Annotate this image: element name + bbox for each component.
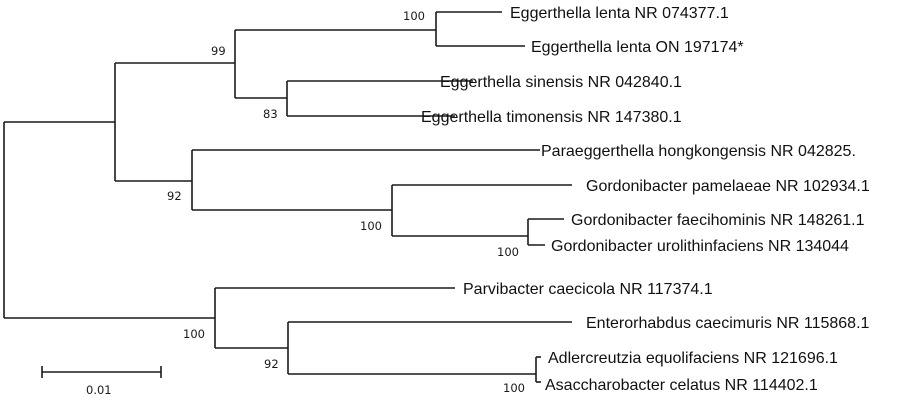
lower-clade (214, 287, 572, 383)
taxon-label: Asaccharobacter celatus NR 114402.1 (545, 377, 818, 394)
taxon-label: Eggerthella timonensis NR 147380.1 (421, 109, 682, 126)
taxon-label: Paraeggerthella hongkongensis NR 042825. (541, 143, 856, 160)
taxon-label: Gordonibacter pamelaeae NR 102934.1 (586, 178, 870, 195)
taxon-label: Gordonibacter urolithinfaciens NR 134044 (551, 238, 849, 255)
root-branches (3, 121, 215, 319)
bootstrap-value: 100 (183, 327, 205, 341)
support-values: 100 99 83 92 100 100 100 92 100 (167, 9, 525, 395)
bootstrap-value: 99 (211, 44, 226, 58)
taxon-label: Eggerthella lenta NR 074377.1 (510, 5, 729, 22)
taxon-label: Enterorhabdus caecimuris NR 115868.1 (586, 315, 870, 332)
bootstrap-value: 100 (403, 9, 425, 23)
taxon-label: Adlercreutzia equolifaciens NR 121696.1 (548, 350, 838, 367)
bootstrap-value: 100 (503, 381, 525, 395)
taxon-label: Eggerthella lenta ON 197174* (531, 39, 744, 56)
bootstrap-value: 92 (264, 357, 279, 371)
bootstrap-value: 100 (497, 245, 519, 259)
taxon-label: Eggerthella sinensis NR 042840.1 (440, 74, 682, 91)
taxon-label: Gordonibacter faecihominis NR 148261.1 (571, 212, 865, 229)
taxon-label: Parvibacter caecicola NR 117374.1 (463, 281, 713, 298)
scale-bar: 0.01 (41, 366, 162, 397)
bootstrap-value: 92 (167, 189, 182, 203)
bootstrap-value: 83 (263, 107, 278, 121)
leaf-labels: Eggerthella lenta NR 074377.1 Eggerthell… (421, 5, 870, 394)
upper-clade (114, 11, 572, 246)
scale-bar-label: 0.01 (86, 383, 112, 397)
bootstrap-value: 100 (360, 219, 382, 233)
